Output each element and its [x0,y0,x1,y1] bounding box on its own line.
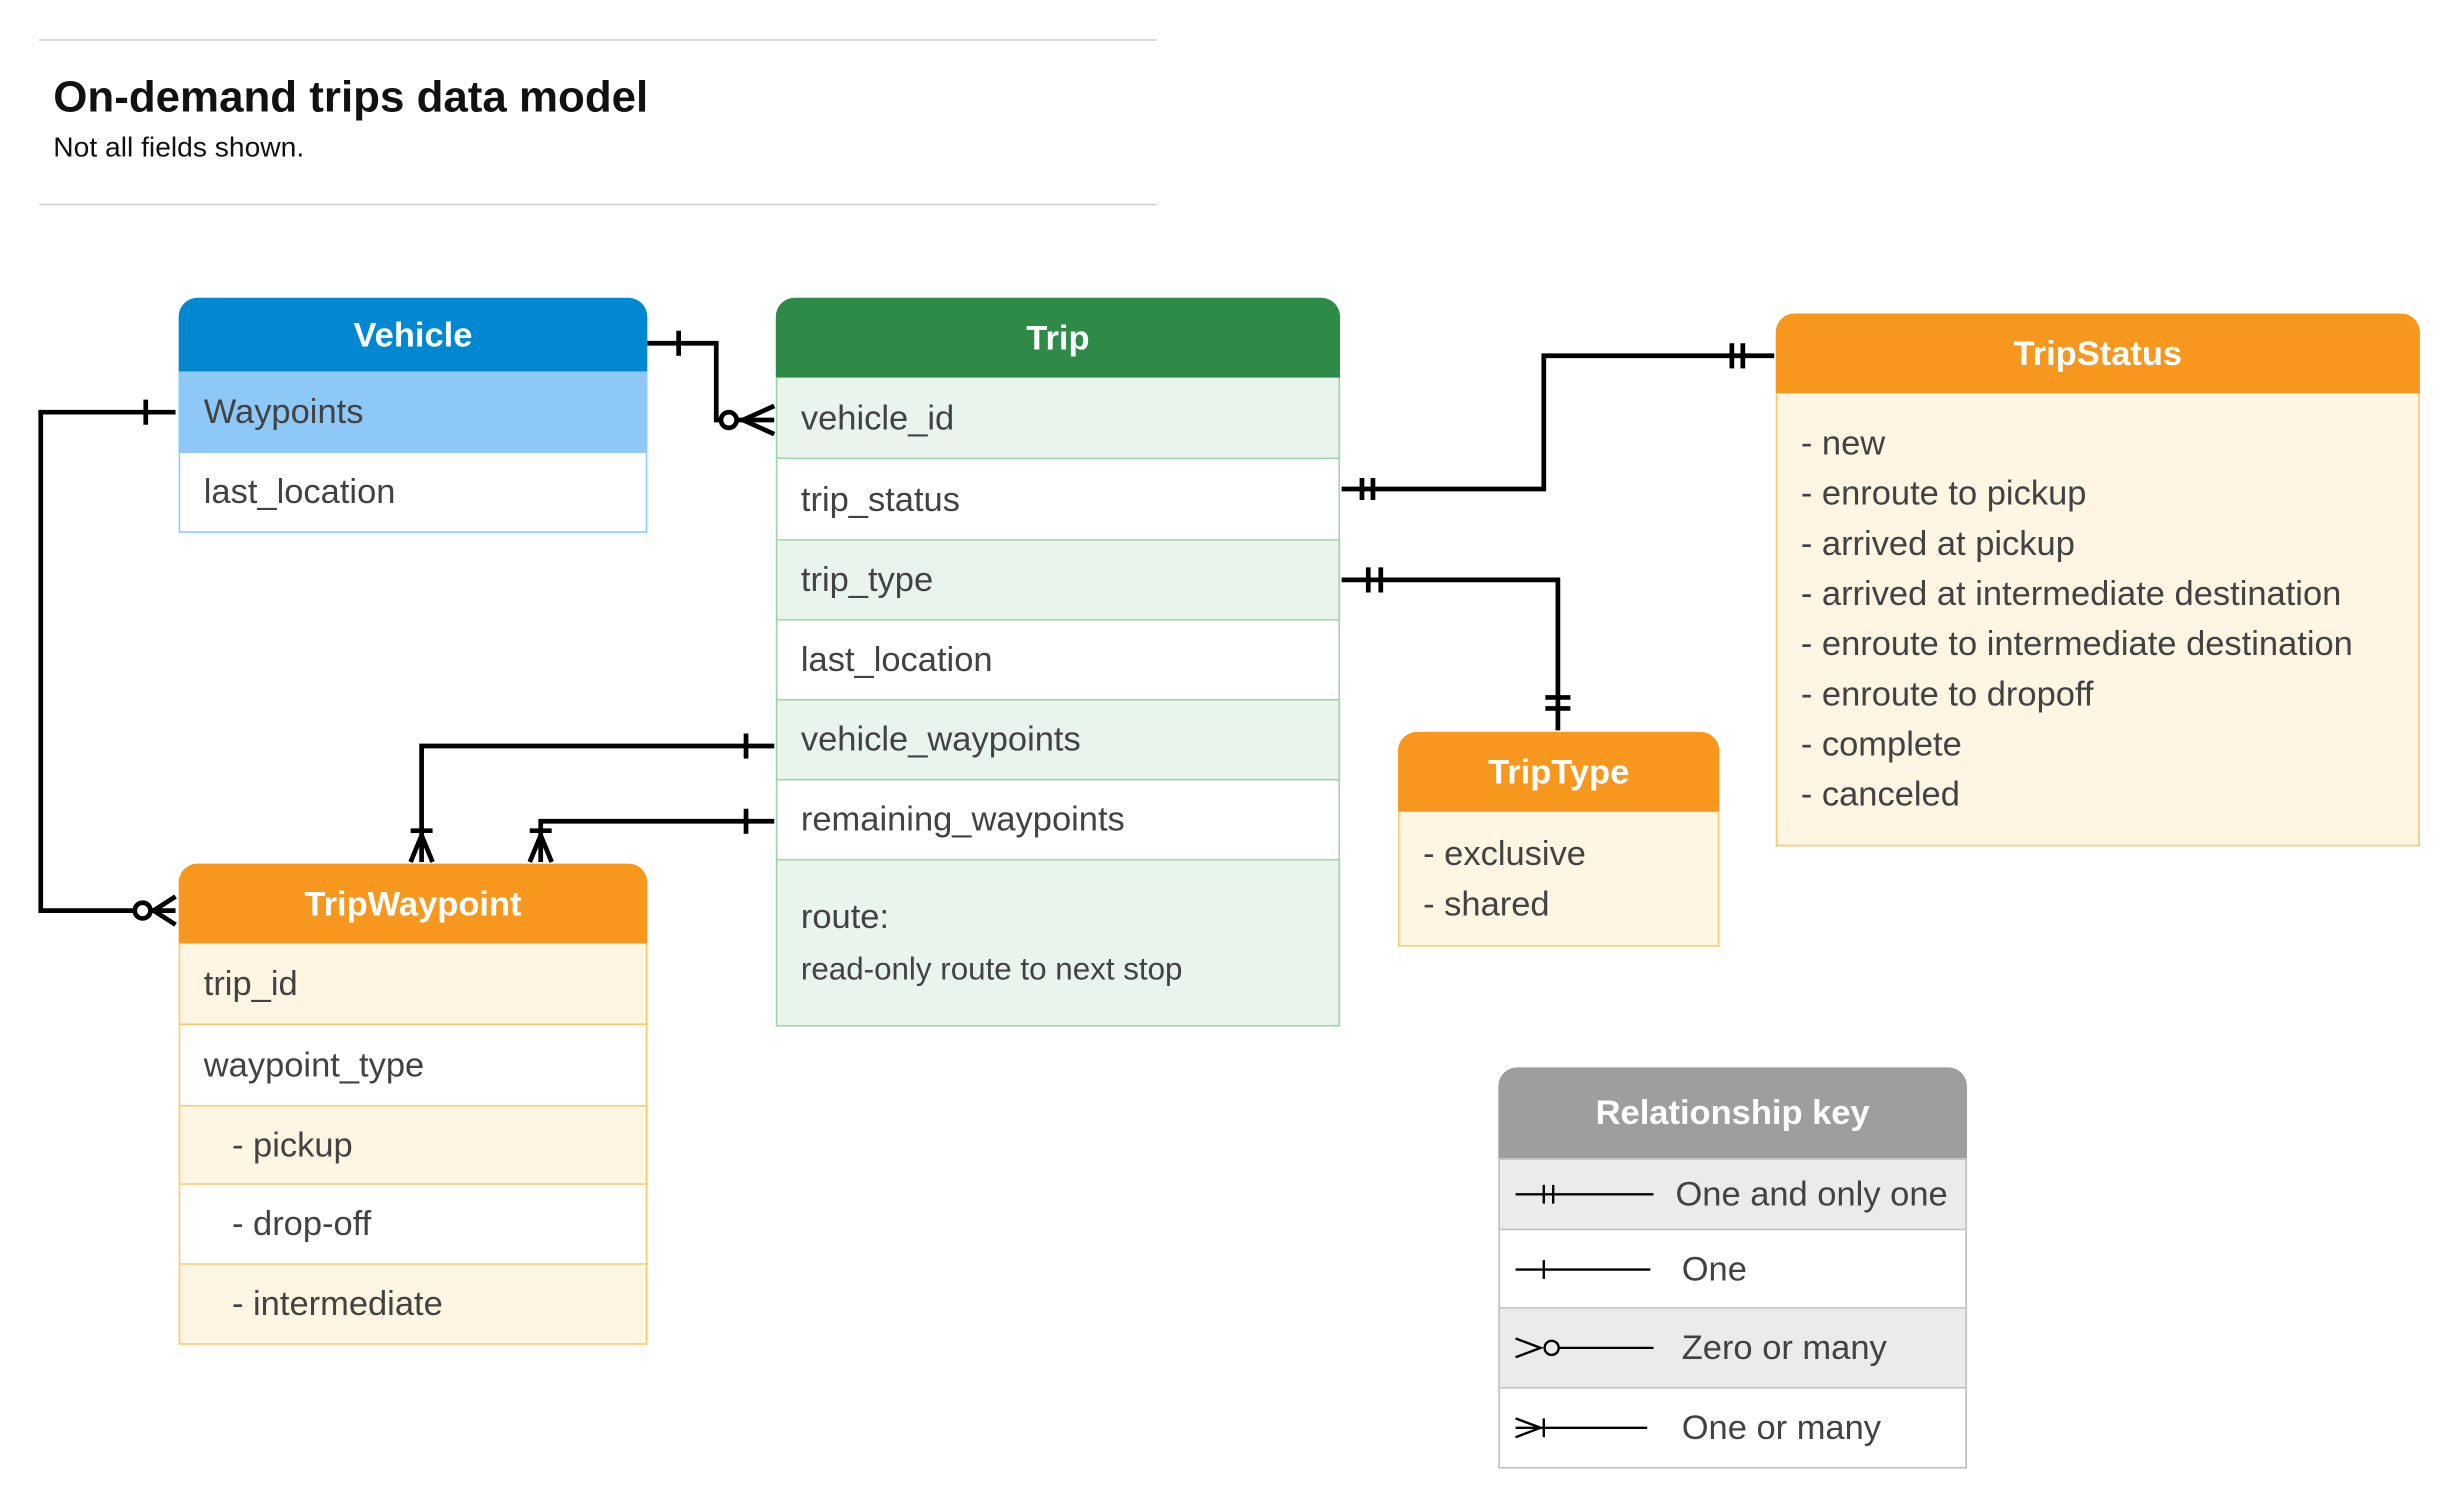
waypoint-type-drop-off: - drop-off [178,1184,648,1265]
key-item: One or many [1498,1388,1967,1469]
connector-vehicle-tripwaypoint [38,399,177,927]
one-or-many-icon [1515,1417,1648,1439]
key-item: One and only one [1498,1158,1967,1231]
entity-title: Vehicle [178,297,648,372]
key-label: Zero or many [1681,1327,1887,1367]
route-label: route: [800,896,890,936]
connector-vehicle-trip [647,330,776,437]
status-value: - enroute to pickup [1800,473,2087,513]
entity-trip-status: TripStatus - new - enroute to pickup - a… [1775,313,2420,847]
field-trip-id: trip_id [178,943,648,1026]
field-waypoint-type: waypoint_type [178,1025,648,1107]
zero-or-many-icon [1515,1337,1654,1359]
connector-trip-type [1341,567,1571,731]
one-and-only-one-icon [1515,1184,1654,1204]
entity-vehicle: Vehicle Waypoints last_location [178,297,648,533]
key-label: One or many [1681,1407,1882,1447]
entity-title: TripWaypoint [178,863,648,944]
status-value: - complete [1800,724,1962,764]
waypoint-type-intermediate: - intermediate [178,1264,648,1345]
status-value: - arrived at intermediate destination [1800,573,2342,613]
entity-title: Trip [775,297,1341,378]
field-remaining-waypoints: remaining_waypoints [775,780,1341,861]
type-values: - exclusive - shared [1398,811,1720,947]
status-value: - enroute to intermediate destination [1800,623,2353,663]
entity-title: TripStatus [1775,313,2420,394]
page-subtitle: Not all fields shown. [53,131,305,163]
connector-remaining-waypoints [527,808,775,863]
field-route: route: read-only route to next stop [775,860,1341,1027]
field-trip-status: trip_status [775,459,1341,541]
key-item: One [1498,1230,1967,1309]
entity-trip-waypoint: TripWaypoint trip_id waypoint_type - pic… [178,863,648,1345]
route-description: read-only route to next stop [800,952,1183,988]
relationship-key: Relationship key One and only one One Ze… [1498,1067,1967,1469]
field-last-location: last_location [178,452,648,533]
status-value: - new [1800,423,1886,463]
key-label: One [1681,1248,1747,1288]
page-title: On-demand trips data model [53,72,649,121]
field-vehicle-waypoints: vehicle_waypoints [775,700,1341,781]
type-value: - exclusive [1423,833,1586,873]
connector-trip-status [1341,343,1775,500]
divider-bottom [39,203,1157,206]
key-label: One and only one [1675,1173,1948,1214]
entity-title: TripType [1398,731,1720,812]
field-last-location: last_location [775,620,1341,701]
status-value: - enroute to dropoff [1800,673,2094,714]
key-title: Relationship key [1498,1067,1967,1159]
status-values: - new - enroute to pickup - arrived at p… [1775,393,2420,847]
divider-top [39,39,1157,41]
status-value: - arrived at pickup [1800,523,2075,563]
field-vehicle-id: vehicle_id [775,377,1341,460]
key-item: Zero or many [1498,1308,1967,1389]
one-icon [1515,1259,1651,1279]
entity-trip: Trip vehicle_id trip_status trip_type la… [775,297,1341,1027]
field-trip-type: trip_type [775,540,1341,621]
waypoint-type-pickup: - pickup [178,1106,648,1185]
status-value: - canceled [1800,774,1960,814]
field-waypoints: Waypoints [178,371,648,453]
type-value: - shared [1423,883,1550,924]
entity-trip-type: TripType - exclusive - shared [1398,731,1720,947]
connector-vehicle-waypoints [408,733,775,863]
